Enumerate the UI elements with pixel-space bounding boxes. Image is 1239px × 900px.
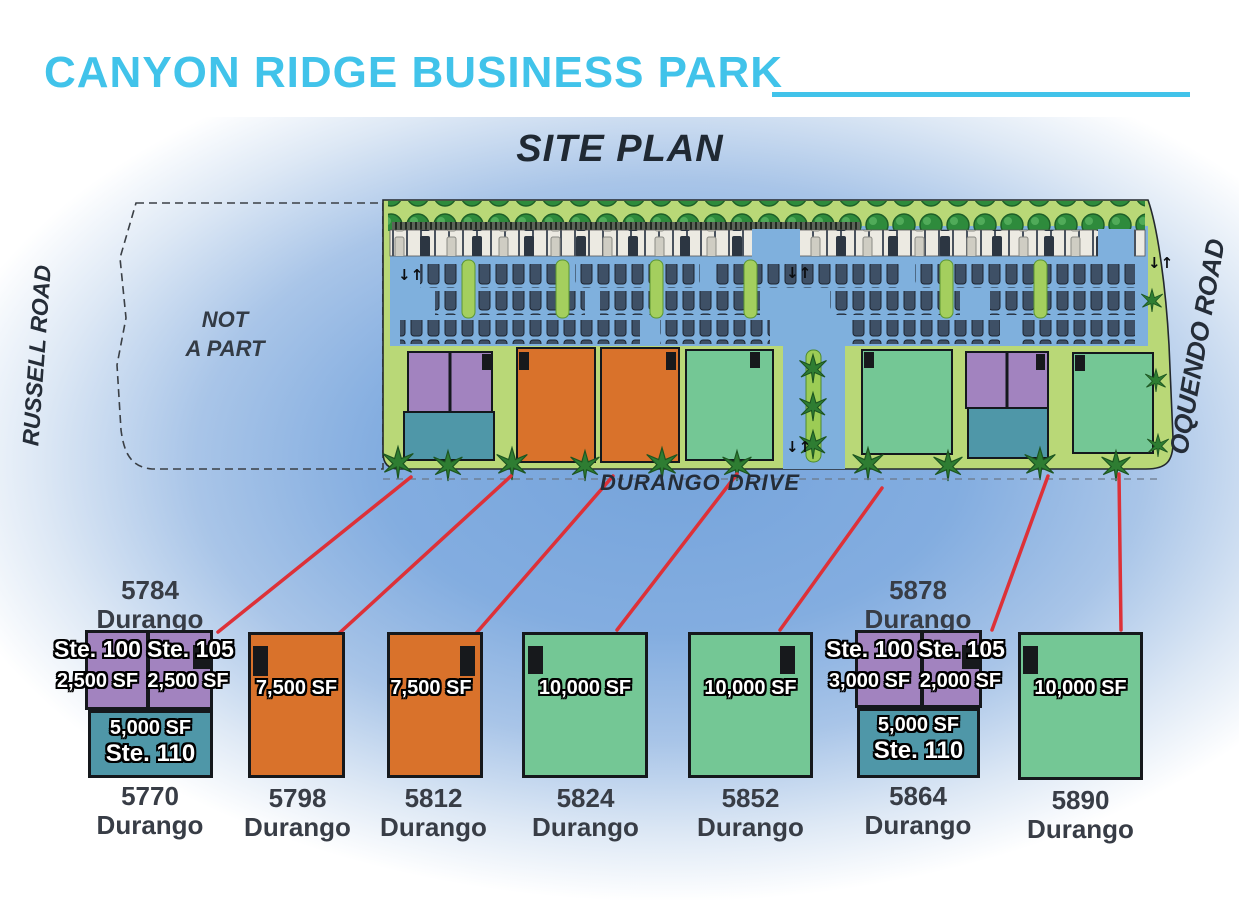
connector-5878 bbox=[990, 474, 1050, 632]
suite-sf: 2,000 SF bbox=[919, 670, 1002, 692]
connector-5812 bbox=[470, 474, 615, 640]
durango-drive-label: DURANGO DRIVE bbox=[600, 470, 801, 495]
plan-building-5798 bbox=[516, 347, 596, 463]
plan-building-entries bbox=[448, 352, 1085, 412]
plan-building-5824 bbox=[685, 349, 774, 461]
svg-text:↓↑: ↓↑ bbox=[398, 266, 423, 284]
driveway-gap bbox=[752, 229, 800, 257]
footprint-5864[interactable] bbox=[857, 708, 980, 778]
footprint-sf: 7,500 SF bbox=[255, 677, 338, 699]
footprint-5878[interactable] bbox=[855, 630, 982, 708]
entry-mark bbox=[528, 646, 543, 674]
connector-5890 bbox=[1117, 472, 1123, 632]
car-row bbox=[575, 264, 700, 288]
car-row bbox=[990, 291, 1135, 315]
screen-wall bbox=[392, 222, 642, 231]
car-row bbox=[660, 320, 770, 344]
car-row bbox=[400, 320, 640, 344]
footprint-5890[interactable] bbox=[1018, 632, 1143, 780]
screen-wall bbox=[625, 222, 860, 231]
unit-divider bbox=[920, 633, 924, 705]
plan-building-5890 bbox=[1072, 352, 1154, 454]
car-row bbox=[830, 291, 960, 315]
plan-building-5864 bbox=[967, 407, 1049, 459]
entry-mark bbox=[1023, 646, 1038, 674]
page-title: CANYON RIDGE BUSINESS PARK bbox=[44, 48, 784, 97]
entry-mark bbox=[253, 646, 268, 676]
car-row bbox=[420, 264, 560, 288]
suite-sf: 2,500 SF bbox=[147, 670, 229, 692]
suite-label: Ste. 100 bbox=[54, 636, 141, 662]
suite-sf: 5,000 SF bbox=[109, 717, 192, 739]
plan-building-5852 bbox=[861, 349, 953, 455]
car-row bbox=[850, 320, 1000, 344]
footprint-5824[interactable] bbox=[522, 632, 648, 778]
car-row bbox=[1020, 320, 1135, 344]
driveway-gap bbox=[1098, 229, 1134, 257]
footprint-5784[interactable] bbox=[85, 630, 213, 710]
footprint-5770[interactable] bbox=[88, 710, 213, 778]
entry-mark bbox=[780, 646, 795, 674]
connector-lines bbox=[216, 472, 1123, 640]
svg-text:↓↑: ↓↑ bbox=[786, 264, 811, 282]
suite-label: Ste. 105 bbox=[918, 636, 1005, 662]
footprint-sf: 10,000 SF bbox=[538, 677, 632, 699]
not-a-part-parcel-outline bbox=[116, 202, 384, 470]
svg-text:↓↑: ↓↑ bbox=[786, 438, 811, 456]
footprint-5798[interactable] bbox=[248, 632, 345, 778]
footprint-5812[interactable] bbox=[387, 632, 483, 778]
suite-label: Ste. 100 bbox=[826, 636, 913, 662]
footprint-sf: 7,500 SF bbox=[390, 677, 472, 699]
footprint-sf: 10,000 SF bbox=[1034, 677, 1127, 699]
unit-divider bbox=[146, 633, 150, 707]
suite-label: Ste. 105 bbox=[147, 636, 234, 662]
traffic-arrows: ↓↑ ↓↑ ↓↑ ↓↑ bbox=[398, 254, 1173, 456]
not-a-part-label: NOT A PART bbox=[185, 307, 265, 361]
entry-mark bbox=[460, 646, 475, 676]
suite-sf: 3,000 SF bbox=[828, 670, 911, 692]
footprint-sf: 10,000 SF bbox=[704, 677, 797, 699]
connector-5852 bbox=[778, 486, 884, 632]
connector-5798 bbox=[332, 474, 513, 640]
suite-label: Ste. 110 bbox=[873, 737, 964, 764]
site-plan-heading: SITE PLAN bbox=[516, 128, 724, 170]
title-underline bbox=[772, 92, 1190, 97]
car-row bbox=[600, 291, 760, 315]
suite-label: Ste. 110 bbox=[105, 740, 196, 767]
svg-text:↓↑: ↓↑ bbox=[1148, 254, 1173, 272]
suite-sf: 2,500 SF bbox=[56, 670, 139, 692]
suite-sf: 5,000 SF bbox=[877, 714, 960, 736]
connector-5784 bbox=[216, 475, 413, 634]
connector-5824 bbox=[615, 472, 739, 632]
landscape-islands bbox=[461, 259, 1048, 319]
entry-mark bbox=[193, 645, 210, 669]
entry-mark bbox=[962, 645, 979, 669]
